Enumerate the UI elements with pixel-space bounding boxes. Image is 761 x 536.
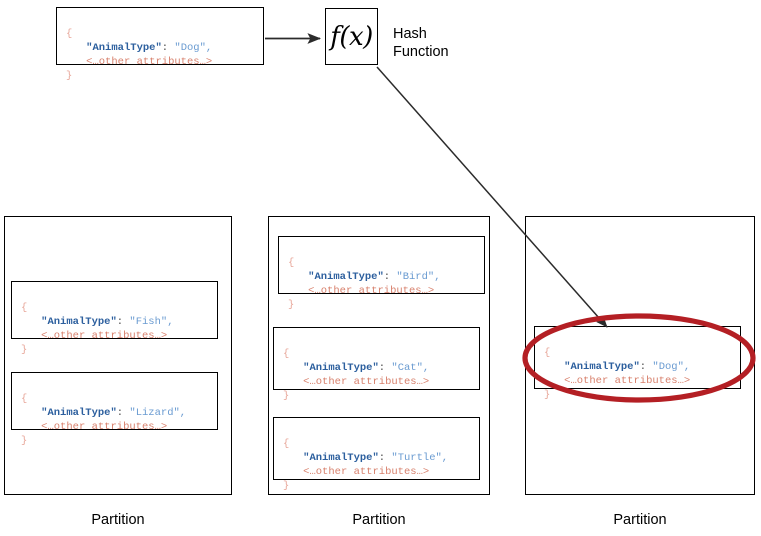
record-key: "AnimalType": [308, 271, 384, 283]
record-open-brace: {: [283, 348, 290, 360]
record-key: "AnimalType": [41, 316, 117, 328]
record-box-bird: { "AnimalType": "Bird", <…other attribut…: [278, 236, 485, 311]
record-close-brace: }: [283, 480, 290, 492]
record-attrs: <…other attributes…>: [564, 375, 691, 387]
record-value: "Turtle",: [391, 452, 449, 464]
record-open-brace: {: [21, 393, 28, 405]
record-open-brace: {: [288, 257, 295, 269]
record-box-fish: { "AnimalType": "Fish", <…other attribut…: [11, 281, 218, 356]
record-value: "Cat",: [391, 362, 430, 374]
partition-label-3: Partition: [613, 512, 667, 528]
record-value: "Lizard",: [129, 407, 187, 419]
record-colon: :: [116, 316, 130, 328]
record-attrs: <…other attributes…>: [303, 376, 430, 388]
record-attrs: <…other attributes…>: [41, 421, 168, 433]
record-open-brace: {: [66, 28, 73, 40]
record-colon: :: [383, 271, 397, 283]
record-key: "AnimalType": [303, 452, 379, 464]
record-value: "Fish",: [129, 316, 174, 328]
record-value: "Bird",: [396, 271, 441, 283]
record-close-brace: }: [21, 435, 28, 447]
record-open-brace: {: [21, 302, 28, 314]
record-key: "AnimalType": [41, 407, 117, 419]
record-value: "Dog",: [174, 42, 213, 54]
hash-function-box: f(x): [325, 8, 378, 65]
record-box-turtle: { "AnimalType": "Turtle", <…other attrib…: [273, 417, 480, 492]
record-attrs: <…other attributes…>: [308, 285, 435, 297]
record-colon: :: [378, 362, 392, 374]
record-open-brace: {: [283, 438, 290, 450]
record-key: "AnimalType": [564, 361, 640, 373]
record-attrs: <…other attributes…>: [303, 466, 430, 478]
record-colon: :: [116, 407, 130, 419]
record-attrs: <…other attributes…>: [41, 330, 168, 342]
record-value: "Dog",: [652, 361, 691, 373]
source-record-box: { "AnimalType": "Dog", <…other attribute…: [56, 7, 264, 82]
record-open-brace: {: [544, 347, 551, 359]
record-attrs: <…other attributes…>: [86, 56, 213, 68]
record-close-brace: }: [283, 390, 290, 402]
hash-function-label: Hash Function: [393, 26, 449, 60]
record-colon: :: [161, 42, 175, 54]
hash-function-text: f(x): [330, 21, 373, 52]
record-colon: :: [378, 452, 392, 464]
record-close-brace: }: [66, 70, 73, 82]
partition-label-2: Partition: [352, 512, 406, 528]
partition-label-1: Partition: [91, 512, 145, 528]
record-box-dog: { "AnimalType": "Dog", <…other attribute…: [534, 326, 741, 401]
record-key: "AnimalType": [86, 42, 162, 54]
record-box-cat: { "AnimalType": "Cat", <…other attribute…: [273, 327, 480, 402]
record-key: "AnimalType": [303, 362, 379, 374]
record-close-brace: }: [544, 389, 551, 401]
record-colon: :: [639, 361, 653, 373]
record-box-lizard: { "AnimalType": "Lizard", <…other attrib…: [11, 372, 218, 447]
record-close-brace: }: [21, 344, 28, 356]
record-close-brace: }: [288, 299, 295, 311]
partition-1: [4, 216, 232, 495]
